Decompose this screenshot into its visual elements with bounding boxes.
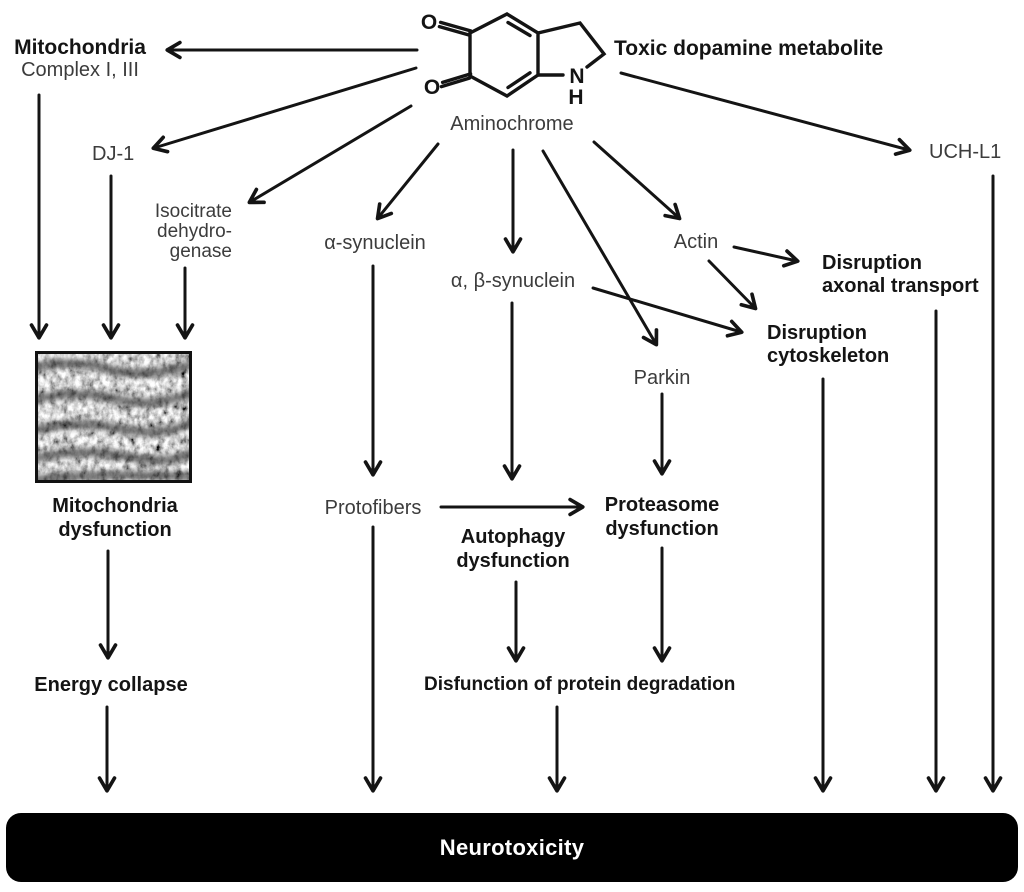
node-disruption-axonal-transport: Disruption axonal transport <box>822 252 979 298</box>
isocitrate-line3: genase <box>169 241 232 262</box>
node-alpha-synuclein: α-synuclein <box>324 232 426 254</box>
double-bond-top <box>506 20 532 38</box>
neurotoxicity-banner: Neurotoxicity <box>6 813 1018 882</box>
proteasome-line1: Proteasome <box>604 494 720 516</box>
arrow-group <box>29 40 1003 793</box>
mitochondria-micrograph <box>35 351 192 483</box>
cytoskeleton-line1: Disruption <box>767 322 867 344</box>
node-energy-collapse: Energy collapse <box>34 674 188 696</box>
cytoskeleton-line2: cytoskeleton <box>767 345 890 367</box>
isocitrate-line2: dehydro- <box>157 221 232 242</box>
axonal-line1: Disruption <box>822 252 922 274</box>
pyrrolidine-ring-top <box>536 21 607 69</box>
arrow-to-isocitrate <box>247 104 413 205</box>
nitrogen-atom: N <box>569 65 584 88</box>
node-parkin: Parkin <box>633 367 691 389</box>
node-alpha-beta-synuclein: α, β-synuclein <box>450 270 576 292</box>
carbonyl-top-bond <box>438 20 473 33</box>
proteasome-line2: dysfunction <box>605 518 719 540</box>
mito-dysfunction-line2: dysfunction <box>58 519 172 541</box>
node-dj1: DJ-1 <box>92 143 135 165</box>
arrow-to-parkin <box>541 149 659 347</box>
mito-dysfunction-line1: Mitochondria <box>52 495 178 517</box>
node-mitochondria-complex: Mitochondria Complex I, III <box>5 36 155 82</box>
oxygen-top-atom: O <box>421 11 437 34</box>
carbonyl-bottom-bond <box>440 72 473 85</box>
oxygen-bottom-atom: O <box>424 76 440 99</box>
double-bond-bottom <box>506 71 532 90</box>
arrow-actin-to-axonal-transport <box>732 245 800 268</box>
mitochondria-title: Mitochondria <box>14 36 146 59</box>
arrow-actin-to-cytoskeleton <box>707 259 758 311</box>
arrow-synuclein-to-cytoskeleton <box>591 286 744 338</box>
micrograph-texture <box>38 354 189 480</box>
arrow-to-alpha-synuclein <box>375 142 440 221</box>
hydrogen-atom: H <box>568 86 583 109</box>
node-protofibers: Protofibers <box>324 497 422 519</box>
isocitrate-line1: Isocitrate <box>154 201 232 222</box>
neurotoxicity-label: Neurotoxicity <box>439 834 585 860</box>
node-uch-l1: UCH-L1 <box>929 141 1002 163</box>
node-protein-degradation: Disfunction of protein degradation <box>424 674 736 695</box>
arrow-to-dj1 <box>151 66 418 154</box>
autophagy-line1: Autophagy <box>460 526 566 548</box>
mitochondria-subtitle: Complex I, III <box>21 59 139 81</box>
axonal-line2: axonal transport <box>822 275 979 297</box>
carbonyl-bottom-bond2 <box>439 76 472 89</box>
node-isocitrate-dehydrogenase: Isocitrate dehydro- genase <box>120 202 232 262</box>
arrow-to-actin <box>592 140 682 221</box>
autophagy-line2: dysfunction <box>456 550 570 572</box>
aminochrome-structure <box>437 12 607 98</box>
benzoquinone-ring <box>468 12 540 98</box>
toxic-dopamine-metabolite-label: Toxic dopamine metabolite <box>614 37 884 60</box>
aminochrome-label: Aminochrome <box>450 113 574 135</box>
carbonyl-top-bond2 <box>437 24 472 37</box>
node-proteasome-dysfunction: Proteasome dysfunction <box>582 493 742 541</box>
node-actin: Actin <box>673 231 719 253</box>
node-disruption-cytoskeleton: Disruption cytoskeleton <box>767 322 889 368</box>
node-autophagy-dysfunction: Autophagy dysfunction <box>433 525 593 573</box>
arrow-to-uchl1 <box>619 71 912 156</box>
node-mitochondria-dysfunction: Mitochondria dysfunction <box>33 494 197 542</box>
